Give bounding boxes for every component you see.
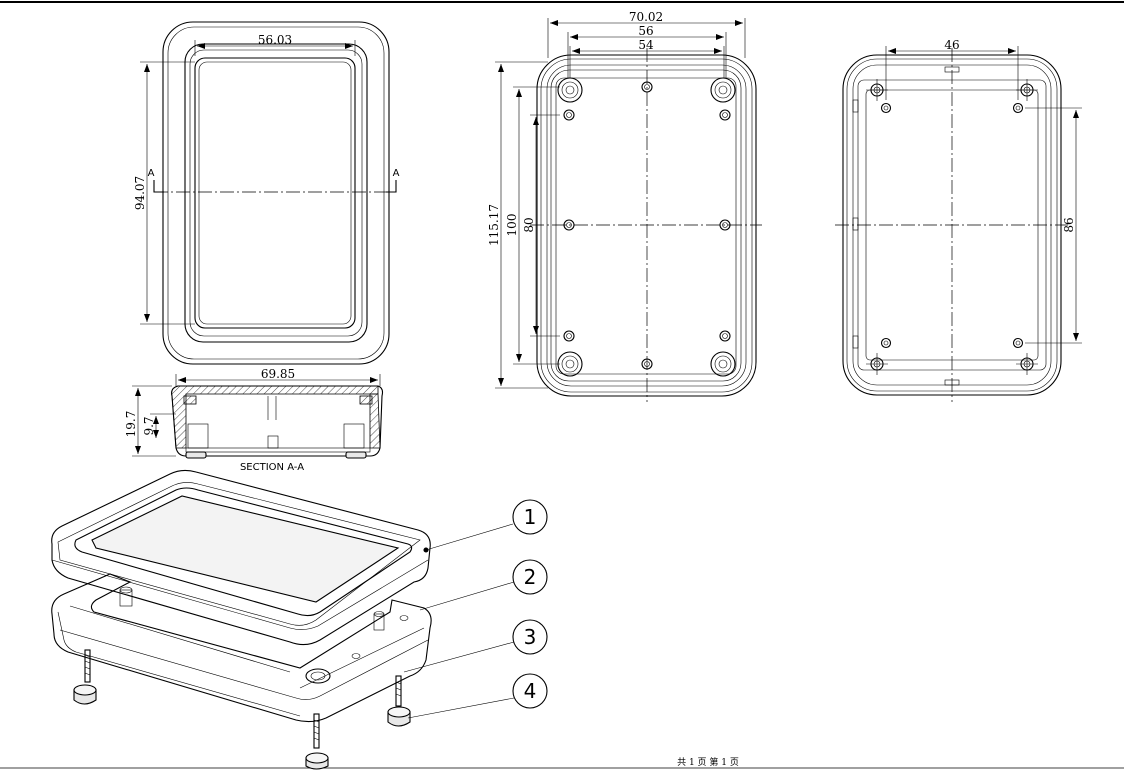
- lid-bezel-outline: [184, 43, 368, 343]
- inner-hole: [1012, 337, 1024, 349]
- lid-outer-outline: [162, 21, 390, 365]
- dim-base-width-inner: 54: [638, 38, 654, 52]
- inner-hole: [880, 102, 892, 114]
- section-label: SECTION A-A: [240, 462, 304, 473]
- corner-boss: [557, 77, 583, 103]
- dim-section-width: 69.85: [261, 367, 295, 381]
- inner-hole: [880, 337, 892, 349]
- dim-inside-height: 86: [1062, 217, 1076, 232]
- balloon-4: 4: [512, 673, 548, 709]
- mount-hole: [719, 219, 731, 231]
- svg-text:1: 1: [524, 505, 537, 529]
- section-mark-right: A: [393, 168, 400, 179]
- dim-base-width-mid: 56: [638, 24, 653, 38]
- mount-hole: [641, 358, 653, 370]
- dim-section-inner: 9.7: [142, 416, 156, 435]
- mount-hole: [641, 81, 653, 93]
- dim-section-height: 19.7: [124, 411, 138, 438]
- section-view: 69.85 19.7 9.7 SECTION A-A: [124, 367, 384, 473]
- mount-hole: [719, 330, 731, 342]
- corner-post: [1016, 353, 1038, 375]
- part-base: [51, 573, 432, 723]
- rubber-foot: [305, 752, 329, 770]
- part-lid: [51, 469, 431, 646]
- lid-window: [194, 57, 356, 329]
- dim-base-height-inner: 80: [522, 217, 536, 232]
- bottom-view: 70.02 56 54 115.17 100 80: [487, 10, 762, 402]
- svg-text:3: 3: [524, 625, 537, 649]
- top-view: 56.03 94.07 A A: [133, 21, 400, 365]
- screw: [313, 713, 320, 749]
- mount-hole: [563, 330, 575, 342]
- exploded-view: 1 2 3 4: [51, 469, 548, 770]
- base-outer-outline: [536, 54, 757, 397]
- dim-base-width-outer: 70.02: [629, 10, 663, 24]
- section-mark-left: A: [148, 168, 155, 179]
- inside-view: 46 86: [835, 38, 1082, 402]
- dim-base-height-mid: 100: [505, 214, 519, 237]
- screw: [395, 675, 402, 707]
- dim-base-height-outer: 115.17: [487, 204, 501, 246]
- balloon-1: 1: [512, 499, 548, 535]
- corner-boss: [557, 351, 583, 377]
- inner-hole: [1012, 102, 1024, 114]
- corner-post: [866, 353, 888, 375]
- dim-lid-width: 56.03: [258, 33, 292, 47]
- corner-post: [1016, 79, 1038, 101]
- mount-hole: [563, 109, 575, 121]
- mount-hole: [719, 109, 731, 121]
- rubber-foot: [387, 706, 411, 727]
- corner-boss: [710, 77, 736, 103]
- svg-text:2: 2: [524, 565, 537, 589]
- section-outline: [171, 385, 384, 457]
- svg-text:4: 4: [524, 679, 537, 703]
- corner-boss: [710, 351, 736, 377]
- balloon-2: 2: [512, 559, 548, 595]
- balloon-3: 3: [512, 619, 548, 655]
- screw: [84, 649, 91, 683]
- mount-hole: [563, 219, 575, 231]
- rubber-foot: [73, 684, 97, 705]
- dim-lid-height: 94.07: [133, 176, 147, 210]
- dim-inside-width: 46: [944, 38, 959, 52]
- corner-post: [866, 79, 888, 101]
- page-info: 共 1 页 第 1 页: [677, 756, 739, 768]
